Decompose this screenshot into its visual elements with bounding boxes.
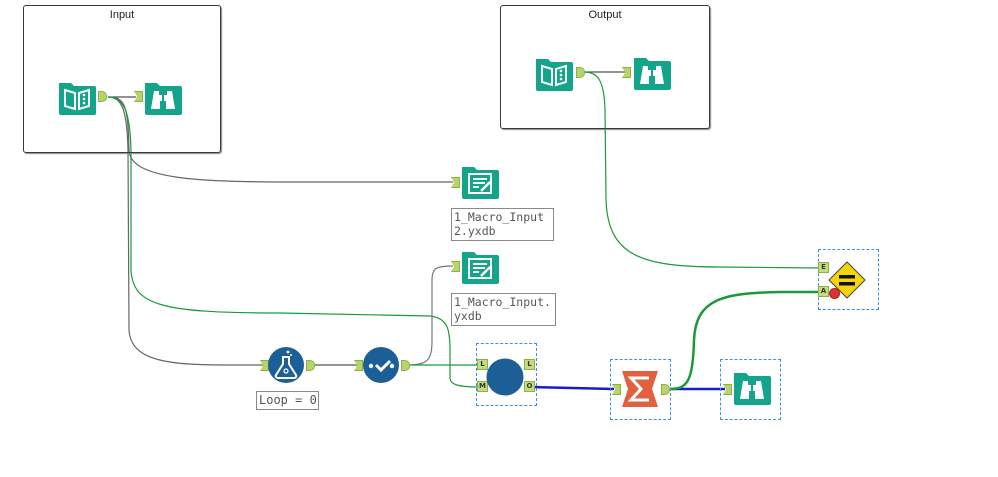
input-anchor-a[interactable]: A [818, 286, 829, 297]
document-write-icon [462, 252, 499, 284]
connection-output-to-compare-e [583, 71, 820, 269]
macro-input-tool[interactable] [57, 79, 97, 115]
container-title: Input [109, 9, 135, 21]
binoculars-icon [145, 83, 182, 115]
summarize-tool[interactable] [621, 370, 659, 408]
check-tool[interactable] [362, 346, 400, 384]
connection-summarize-to-compare-a [669, 290, 819, 391]
output-data-tool-1[interactable] [460, 248, 500, 284]
input-anchor-l[interactable]: L [477, 359, 488, 370]
book-icon [536, 59, 573, 91]
connection-input-to-macro-m [107, 96, 480, 388]
test-tool[interactable] [267, 346, 305, 384]
binoculars-icon [734, 373, 771, 405]
circle-icon [486, 358, 524, 396]
selection-box [720, 359, 781, 420]
browse-tool[interactable] [632, 54, 672, 90]
macro-tool[interactable] [486, 358, 524, 396]
input-anchor-m[interactable]: M [477, 381, 488, 392]
document-write-icon [462, 167, 499, 199]
output-anchor[interactable] [98, 91, 107, 102]
error-badge-icon [829, 288, 840, 299]
output-anchor-l[interactable]: L [524, 359, 535, 370]
output-data-tool-2[interactable] [460, 163, 500, 199]
tool-annotation: 1_Macro_Input 2.yxdb [451, 208, 554, 241]
container-title: Output [588, 9, 622, 21]
output-anchor-o[interactable]: O [524, 381, 535, 392]
browse-tool[interactable] [732, 369, 772, 405]
connection-input-to-test-tool [107, 96, 264, 366]
input-anchor-e[interactable]: E [818, 262, 829, 273]
output-anchor[interactable] [306, 360, 315, 371]
output-anchor[interactable] [661, 384, 670, 395]
selection-box [610, 359, 671, 420]
book-icon [59, 83, 96, 115]
connection-input-to-output-file-2 [107, 96, 453, 183]
container-output[interactable]: Output [500, 5, 710, 129]
macro-input-tool[interactable] [534, 55, 574, 91]
binoculars-icon [634, 58, 671, 90]
connection-check-to-output-file-1 [406, 265, 454, 366]
selection-box [476, 343, 537, 406]
selection-box [818, 249, 879, 310]
output-anchor[interactable] [576, 67, 585, 78]
output-anchor[interactable] [401, 360, 410, 371]
flask-icon [268, 347, 304, 383]
sigma-icon [622, 371, 658, 407]
container-input[interactable]: Input [23, 5, 221, 153]
tool-annotation: Loop = 0 [256, 391, 319, 410]
check-dots-icon [363, 347, 399, 383]
browse-tool[interactable] [143, 79, 183, 115]
tool-annotation: 1_Macro_Input. yxdb [451, 293, 556, 326]
connection-macro-to-summarize [529, 385, 615, 391]
